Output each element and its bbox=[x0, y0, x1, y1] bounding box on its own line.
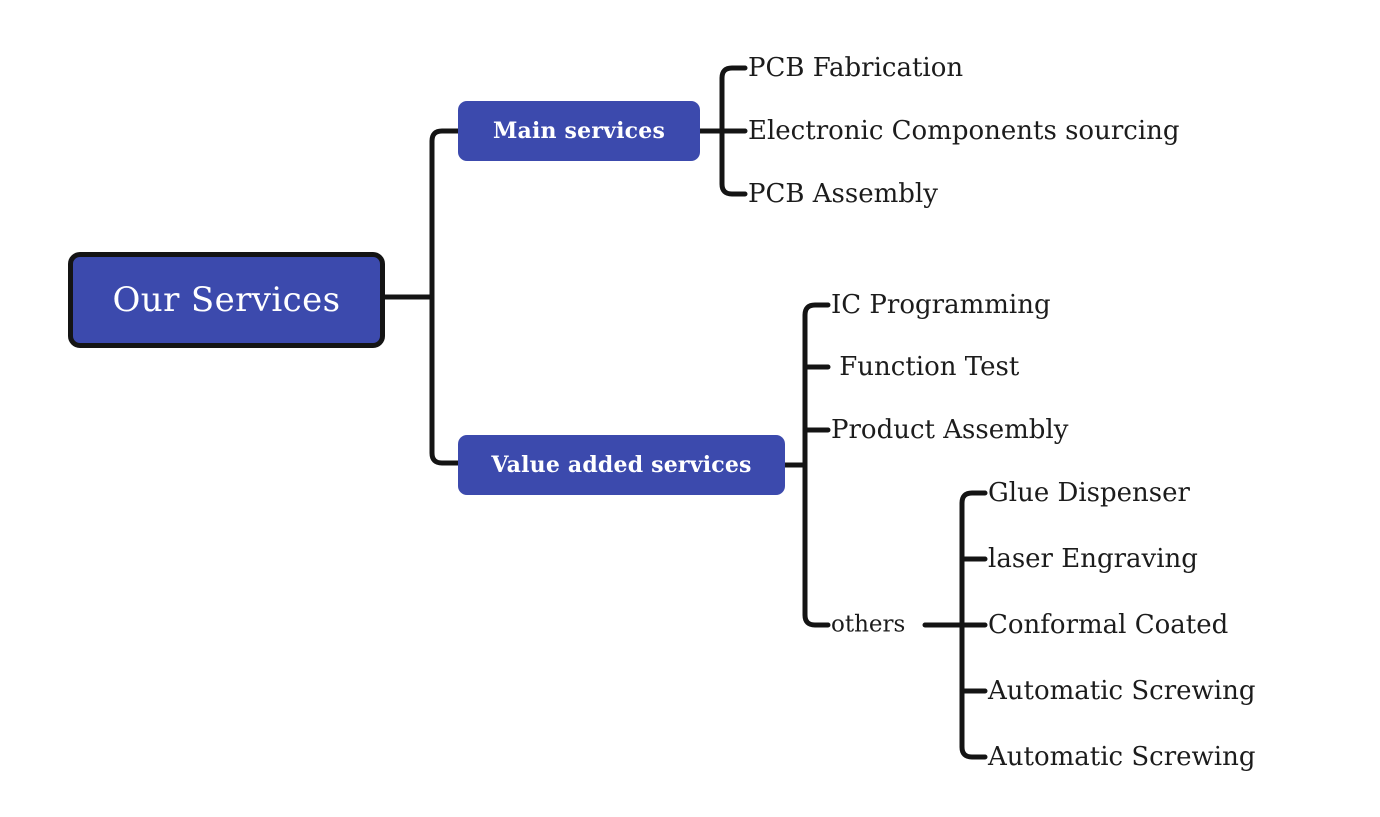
branch-node-value-added-services[interactable]: Value added services bbox=[458, 435, 785, 495]
leaf-glue-dispenser[interactable]: Glue Dispenser bbox=[988, 478, 1190, 508]
edge-root-bracket bbox=[429, 128, 461, 466]
leaf-pcb-assembly[interactable]: PCB Assembly bbox=[748, 179, 938, 209]
leaf-laser-engraving[interactable]: laser Engraving bbox=[988, 544, 1198, 574]
leaf-product-assembly[interactable]: Product Assembly bbox=[831, 415, 1069, 445]
leaf-function-test[interactable]: Function Test bbox=[831, 352, 1020, 382]
leaf-automatic-screwing-2[interactable]: Automatic Screwing bbox=[988, 742, 1256, 772]
leaf-conformal-coated[interactable]: Conformal Coated bbox=[988, 610, 1229, 640]
root-node-our-services[interactable]: Our Services bbox=[68, 252, 385, 348]
leaf-ic-programming[interactable]: IC Programming bbox=[831, 290, 1051, 320]
leaf-pcb-fabrication[interactable]: PCB Fabrication bbox=[748, 53, 964, 83]
leaf-others[interactable]: others bbox=[831, 611, 906, 638]
branch-node-main-services[interactable]: Main services bbox=[458, 101, 700, 161]
edge-value-bracket bbox=[802, 302, 831, 628]
leaf-electronic-components-sourcing[interactable]: Electronic Components sourcing bbox=[748, 116, 1180, 146]
leaf-automatic-screwing-1[interactable]: Automatic Screwing bbox=[988, 676, 1256, 706]
